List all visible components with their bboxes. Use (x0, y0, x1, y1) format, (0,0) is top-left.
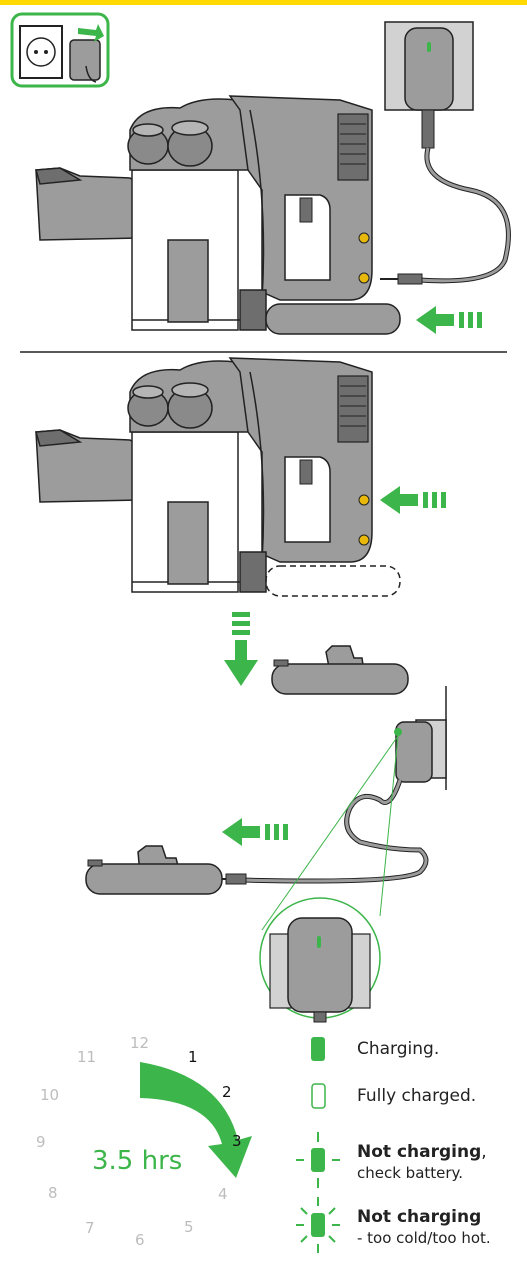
clock-number-9: 9 (36, 1133, 46, 1151)
clock-number-8: 8 (48, 1184, 58, 1202)
clock-progress-arrow (140, 1062, 252, 1178)
charge-arrow-icon (222, 818, 288, 846)
clock-number-6: 6 (135, 1231, 145, 1249)
legend-not-charging-title: Not charging (357, 1142, 482, 1162)
legend-charging: Charging. (357, 1039, 440, 1059)
charger-led-zoom-icon (259, 897, 381, 1023)
legend-check-battery: check battery. (357, 1164, 464, 1182)
clock-number-2: 2 (222, 1083, 232, 1101)
legend-not-charging-title-2: Not charging (357, 1207, 482, 1227)
vacuum-without-battery (35, 357, 401, 597)
charging-battery (85, 845, 223, 895)
clock-number-7: 7 (85, 1219, 95, 1237)
legend-not-charging-temp: Not charging - too cold/too hot. (357, 1207, 491, 1249)
clock-number-3: 3 (232, 1132, 242, 1150)
press-release-arrow-icon (380, 486, 446, 514)
legend-comma: , (481, 1142, 487, 1162)
clock-number-12: 12 (130, 1034, 150, 1052)
led-charging-icon (311, 1037, 325, 1061)
wall-mounted-charger (210, 686, 447, 885)
legend-fully-charged: Fully charged. (357, 1086, 477, 1106)
plug-in-socket-icon (10, 12, 110, 88)
push-arrow-icon (416, 306, 482, 334)
charge-duration: 3.5 hrs (92, 1146, 183, 1176)
led-fully-charged-icon (311, 1083, 326, 1109)
clock-number-10: 10 (40, 1086, 60, 1104)
vacuum-with-battery (35, 95, 401, 335)
clock-number-1: 1 (188, 1048, 198, 1066)
removed-battery (271, 645, 409, 695)
clock-number-5: 5 (184, 1218, 194, 1236)
legend-not-charging-check: Not charging, check battery. (357, 1142, 487, 1184)
wall-charger (380, 21, 511, 285)
clock-number-4: 4 (218, 1185, 228, 1203)
remove-arrow-icon (224, 612, 258, 686)
top-accent-bar (0, 0, 527, 5)
legend-temperature: - too cold/too hot. (357, 1229, 491, 1247)
clock-number-11: 11 (77, 1048, 97, 1066)
led-fast-flashing-icon (296, 1197, 340, 1253)
led-flashing-icon (296, 1132, 340, 1188)
